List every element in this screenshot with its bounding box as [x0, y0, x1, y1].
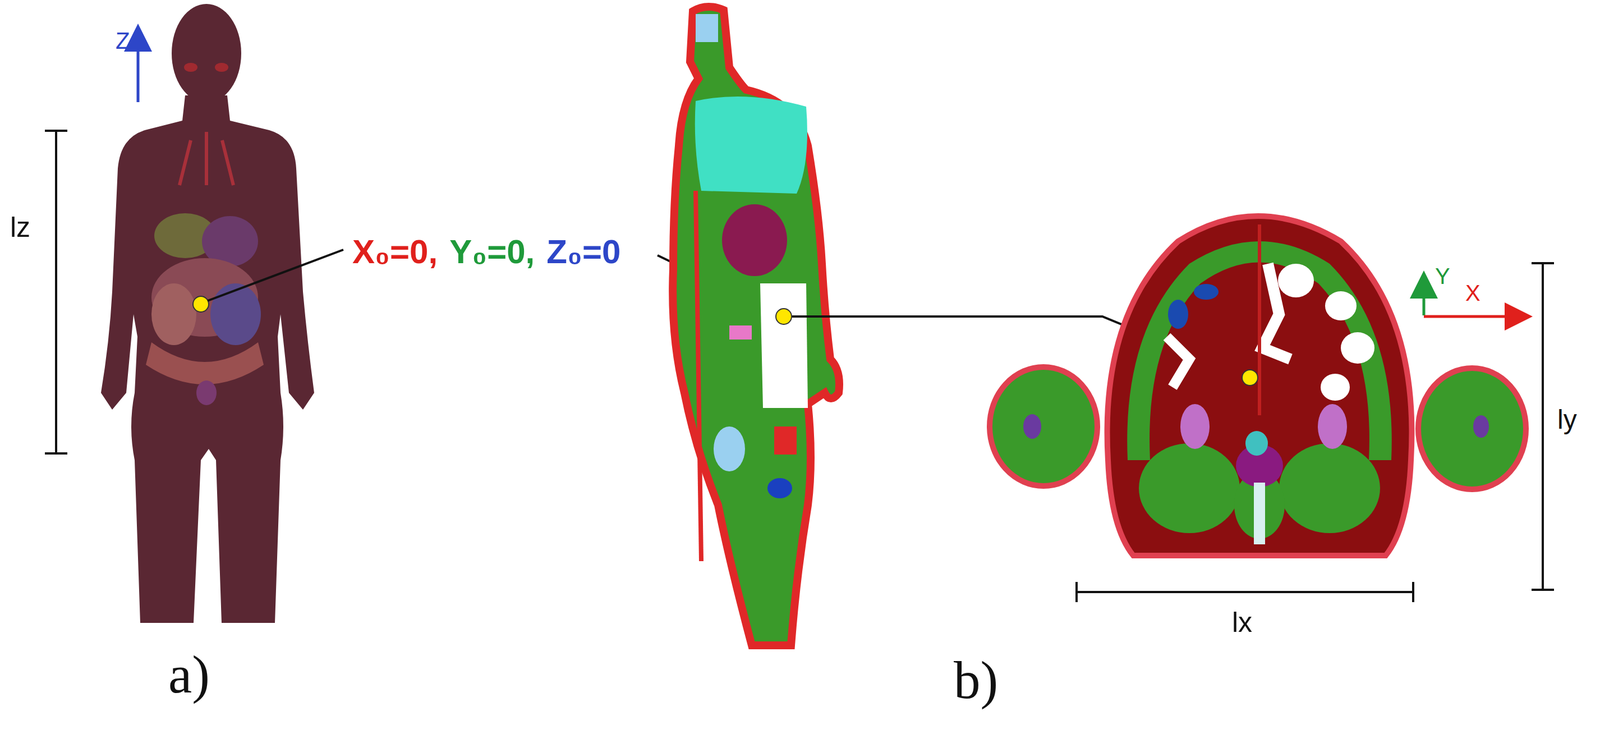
frontal-phantom [100, 3, 344, 623]
lx-bracket [1076, 581, 1414, 602]
dimension-label: lz [10, 212, 31, 243]
panel-label: b) [953, 650, 999, 710]
z-axis-arrow [136, 29, 140, 103]
lz-bracket [44, 130, 68, 454]
panel-label: a) [168, 645, 210, 705]
ly-bracket [1531, 263, 1554, 590]
axis-label: Y [1435, 263, 1451, 289]
origin-coordinates: X₀=0, Y₀=0, Z₀=0 [352, 233, 621, 271]
axis-label: X [1465, 280, 1481, 306]
origin-label: X₀=0, [352, 233, 438, 271]
sagittal-phantom [672, 6, 840, 646]
axis-label: Z [115, 28, 131, 54]
y-axis-arrow [1422, 276, 1426, 316]
origin-label: Y₀=0, [449, 233, 535, 271]
origin-label: Z₀=0 [546, 233, 621, 271]
x-axis-arrow [1423, 315, 1528, 319]
dimension-label: ly [1557, 405, 1577, 435]
dimension-label: lx [1231, 607, 1253, 638]
axial-phantom [989, 215, 1526, 556]
